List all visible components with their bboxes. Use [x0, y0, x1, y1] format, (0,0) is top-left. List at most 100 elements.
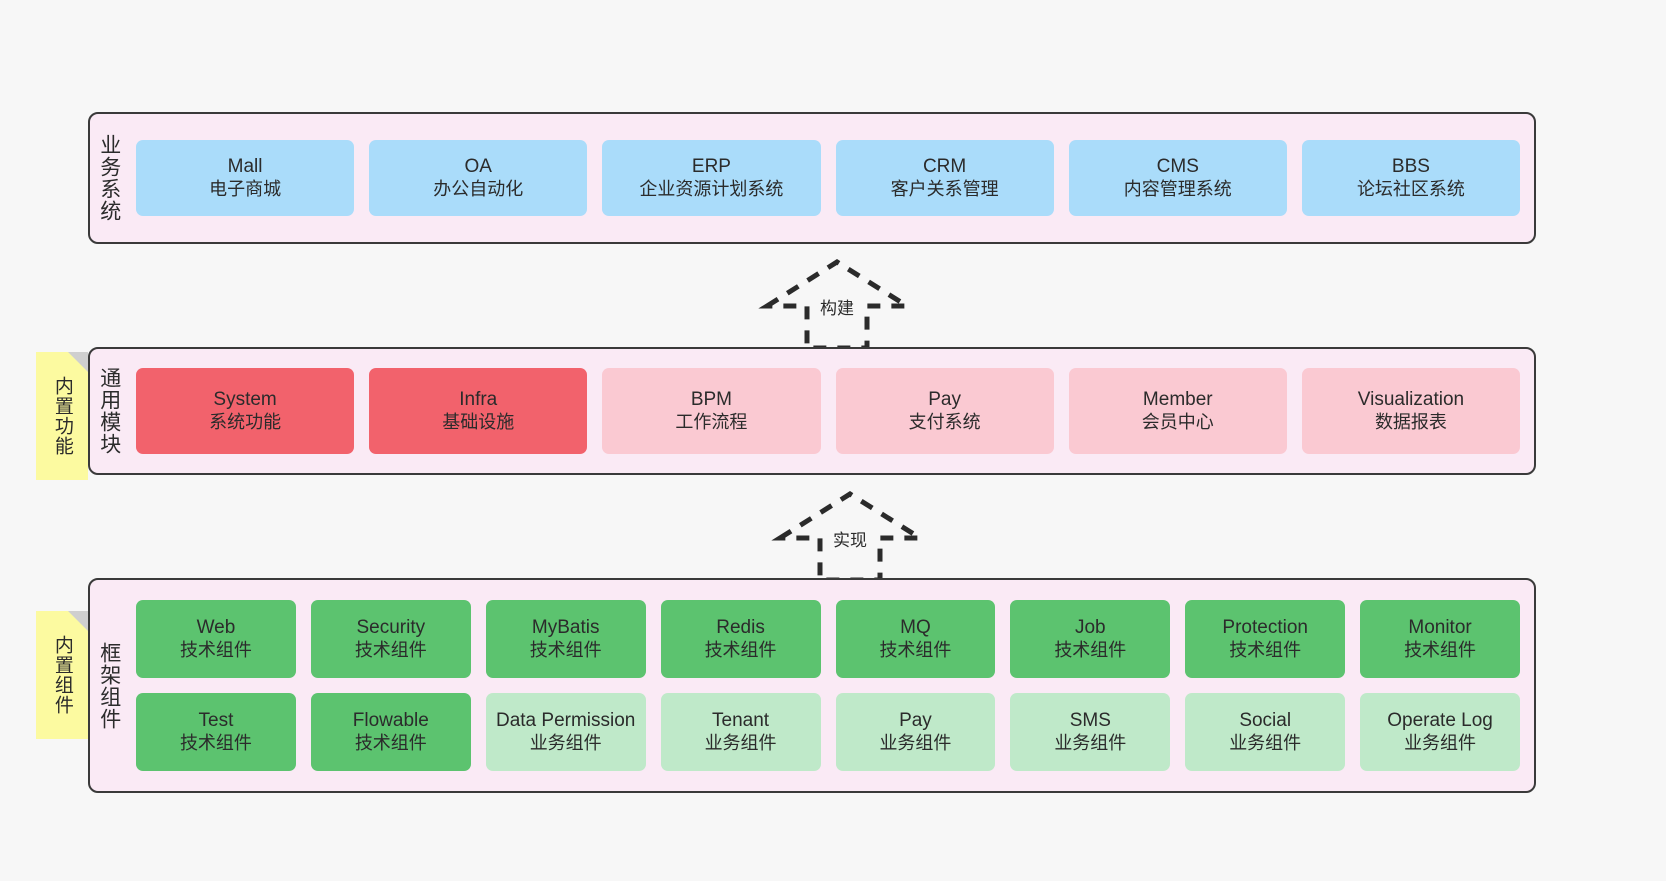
card-title: Mall — [227, 156, 263, 178]
card-title: Data Permission — [495, 710, 636, 732]
layer-framework-components: 框架组件 Web 技术组件 Security 技术组件 MyBatis 技术组件… — [88, 578, 1536, 793]
card-title: Visualization — [1357, 389, 1465, 411]
card-visualization[interactable]: Visualization 数据报表 — [1301, 368, 1521, 454]
layer-body-common-modules: System 系统功能 Infra 基础设施 BPM 工作流程 Pay 支付系统… — [128, 349, 1534, 473]
note-label: 内置组件 — [51, 635, 73, 715]
card-title: Protection — [1222, 617, 1308, 639]
card-subtitle: 电子商城 — [209, 178, 282, 199]
card-title: CRM — [922, 156, 967, 178]
card-title: Pay — [899, 710, 932, 732]
card-mq[interactable]: MQ 技术组件 — [835, 600, 996, 678]
card-title: Test — [198, 710, 234, 732]
card-title: Social — [1239, 710, 1292, 732]
card-title: Infra — [459, 389, 498, 411]
card-subtitle: 技术组件 — [179, 732, 252, 753]
card-title: ERP — [691, 156, 731, 178]
card-subtitle: 技术组件 — [1229, 639, 1302, 660]
card-infra[interactable]: Infra 基础设施 — [369, 368, 588, 454]
card-monitor[interactable]: Monitor 技术组件 — [1360, 600, 1520, 678]
card-subtitle: 业务组件 — [879, 732, 952, 753]
card-test[interactable]: Test 技术组件 — [136, 693, 296, 771]
card-subtitle: 基础设施 — [442, 411, 515, 432]
card-pay[interactable]: Pay 支付系统 — [835, 368, 1054, 454]
card-subtitle: 业务组件 — [1054, 732, 1127, 753]
card-subtitle: 技术组件 — [1054, 639, 1127, 660]
card-redis[interactable]: Redis 技术组件 — [660, 600, 821, 678]
card-title: SMS — [1069, 710, 1111, 732]
card-subtitle: 会员中心 — [1141, 411, 1214, 432]
card-flowable[interactable]: Flowable 技术组件 — [310, 693, 471, 771]
layer-label-business-systems: 业务系统 — [97, 134, 121, 222]
card-subtitle: 支付系统 — [908, 411, 981, 432]
card-subtitle: 企业资源计划系统 — [639, 178, 784, 199]
card-subtitle: 业务组件 — [704, 732, 777, 753]
card-mall[interactable]: Mall 电子商城 — [136, 140, 355, 216]
card-title: Security — [356, 617, 426, 639]
card-bpm[interactable]: BPM 工作流程 — [602, 368, 821, 454]
card-sms[interactable]: SMS 业务组件 — [1010, 693, 1171, 771]
card-subtitle: 技术组件 — [354, 639, 427, 660]
card-bbs[interactable]: BBS 论坛社区系统 — [1301, 140, 1521, 216]
card-title: BPM — [690, 389, 733, 411]
card-crm[interactable]: CRM 客户关系管理 — [835, 140, 1054, 216]
card-title: Job — [1074, 617, 1106, 639]
arrow-implement: 实现 — [771, 488, 929, 584]
arrow-implement-label: 实现 — [833, 531, 867, 550]
card-subtitle: 客户关系管理 — [890, 178, 999, 199]
card-title: OA — [464, 156, 492, 178]
layer-body-framework-components: Web 技术组件 Security 技术组件 MyBatis 技术组件 Redi… — [128, 580, 1534, 791]
card-title: Web — [196, 617, 236, 639]
card-social[interactable]: Social 业务组件 — [1185, 693, 1346, 771]
card-subtitle: 内容管理系统 — [1123, 178, 1232, 199]
card-member[interactable]: Member 会员中心 — [1068, 368, 1287, 454]
card-title: MyBatis — [531, 617, 600, 639]
card-title: Tenant — [712, 710, 770, 732]
card-subtitle: 技术组件 — [354, 732, 427, 753]
card-title: Operate Log — [1387, 710, 1493, 732]
arrow-build: 构建 — [758, 256, 916, 352]
card-subtitle: 业务组件 — [1229, 732, 1302, 753]
card-subtitle: 技术组件 — [879, 639, 952, 660]
layer-body-business-systems: Mall 电子商城 OA 办公自动化 ERP 企业资源计划系统 CRM 客户关系… — [128, 114, 1534, 242]
card-title: Flowable — [352, 710, 429, 732]
note-builtin-features: 内置功能 — [36, 352, 88, 480]
card-subtitle: 技术组件 — [1404, 639, 1477, 660]
layer-label-framework-components: 框架组件 — [97, 641, 121, 730]
arrow-build-label: 构建 — [820, 299, 854, 318]
card-subtitle: 技术组件 — [704, 639, 777, 660]
card-tenant[interactable]: Tenant 业务组件 — [660, 693, 821, 771]
card-title: MQ — [900, 617, 931, 639]
note-builtin-components: 内置组件 — [36, 611, 88, 739]
card-subtitle: 业务组件 — [1404, 732, 1477, 753]
card-subtitle: 技术组件 — [529, 639, 602, 660]
card-subtitle: 论坛社区系统 — [1356, 178, 1465, 199]
card-web[interactable]: Web 技术组件 — [136, 600, 296, 678]
card-title: CMS — [1156, 156, 1199, 178]
card-security[interactable]: Security 技术组件 — [310, 600, 471, 678]
card-erp[interactable]: ERP 企业资源计划系统 — [602, 140, 821, 216]
card-subtitle: 办公自动化 — [433, 178, 524, 199]
card-title: Redis — [716, 617, 765, 639]
framework-row-business: Test 技术组件 Flowable 技术组件 Data Permission … — [136, 693, 1520, 771]
card-protection[interactable]: Protection 技术组件 — [1185, 600, 1346, 678]
card-pay-business[interactable]: Pay 业务组件 — [835, 693, 996, 771]
card-title: Pay — [928, 389, 961, 411]
arrow-implement-shape — [771, 491, 929, 583]
note-label: 内置功能 — [51, 376, 73, 456]
card-oa[interactable]: OA 办公自动化 — [369, 140, 588, 216]
layer-common-modules: 通用模块 System 系统功能 Infra 基础设施 BPM 工作流程 Pay… — [88, 347, 1536, 475]
note-fold-corner-icon — [68, 352, 88, 372]
card-subtitle: 工作流程 — [675, 411, 748, 432]
card-cms[interactable]: CMS 内容管理系统 — [1068, 140, 1287, 216]
card-subtitle: 业务组件 — [529, 732, 602, 753]
card-mybatis[interactable]: MyBatis 技术组件 — [485, 600, 646, 678]
card-data-permission[interactable]: Data Permission 业务组件 — [485, 693, 646, 771]
card-job[interactable]: Job 技术组件 — [1010, 600, 1171, 678]
layer-business-systems: 业务系统 Mall 电子商城 OA 办公自动化 ERP 企业资源计划系统 CRM… — [88, 112, 1536, 244]
card-operate-log[interactable]: Operate Log 业务组件 — [1360, 693, 1520, 771]
card-title: Member — [1142, 389, 1213, 411]
card-system[interactable]: System 系统功能 — [136, 368, 355, 454]
card-subtitle: 数据报表 — [1374, 411, 1447, 432]
card-subtitle: 系统功能 — [209, 411, 282, 432]
